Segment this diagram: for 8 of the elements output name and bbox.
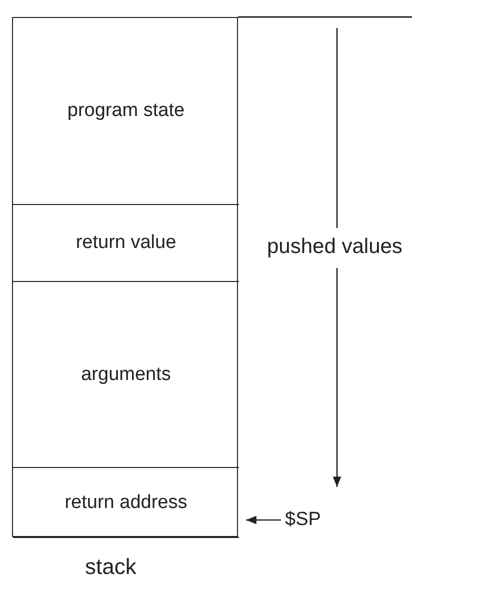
direction-label: pushed values [267,235,402,259]
slot-label: program state [67,100,185,122]
slot-label: return value [76,232,176,254]
slot-label: arguments [81,364,171,386]
slot-label: return address [64,492,188,514]
pointer-arrow [246,516,281,524]
stack-caption: stack [85,554,136,580]
pointer-label: $SP [285,509,321,531]
